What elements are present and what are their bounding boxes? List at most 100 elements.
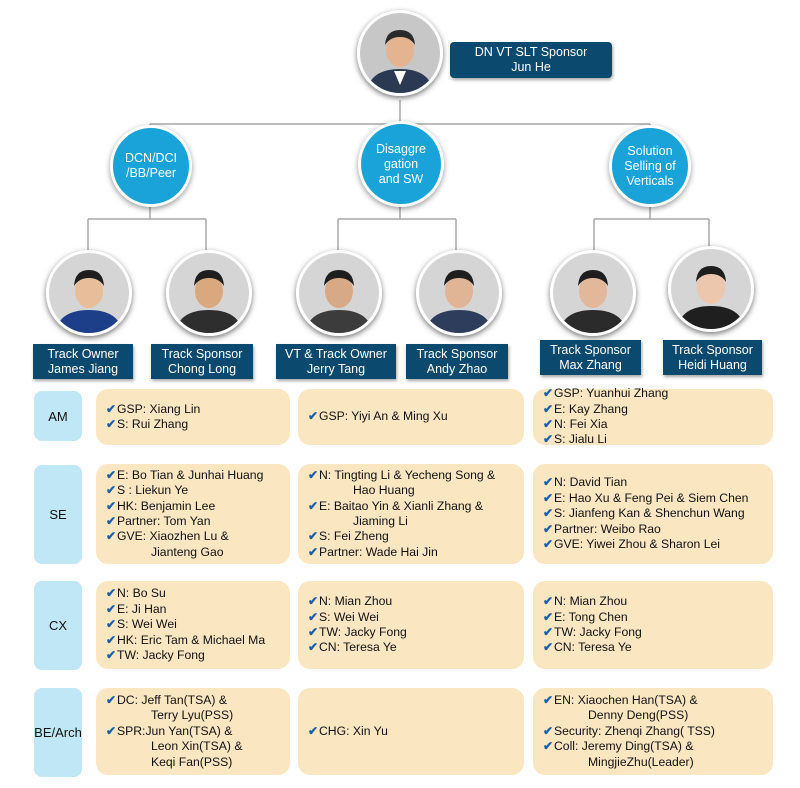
item-text: EN: Xiaochen Han(TSA) & [554, 692, 698, 707]
person-role: Track Owner [47, 346, 119, 361]
responsibility-cell: ✔N: Bo Su✔E: Ji Han✔S: Wei Wei✔HK: Eric … [96, 581, 290, 669]
checkmark-icon: ✔ [543, 640, 554, 655]
responsibility-item: ✔S: Wei Wei [106, 617, 290, 632]
checkmark-icon: ✔ [543, 506, 554, 521]
responsibility-item: ✔S: Jianfeng Kan & Shenchun Wang [543, 506, 773, 521]
checkmark-icon: ✔ [308, 467, 319, 482]
item-text: CHG: Xin Yu [319, 723, 388, 738]
item-text: TW: Jacky Fong [319, 625, 407, 639]
responsibility-item: ✔E: Bo Tian & Junhai Huang [106, 468, 290, 483]
person-name: Andy Zhao [426, 361, 488, 376]
responsibility-item: ✔N: Tingting Li & Yecheng Song & [308, 468, 524, 483]
responsibility-item: ✔Partner: Weibo Rao [543, 522, 773, 537]
person-role: Track Sponsor [550, 342, 631, 357]
track-label-line: DCN/DCI [124, 151, 178, 165]
responsibility-item: ✔GSP: Yiyi An & Ming Xu [308, 409, 524, 424]
checkmark-icon: ✔ [543, 723, 554, 738]
responsibility-cell: ✔GSP: Yiyi An & Ming Xu [298, 389, 524, 445]
responsibility-cell: ✔N: Mian Zhou✔E: Tong Chen✔TW: Jacky Fon… [533, 581, 773, 669]
item-text: S: Rui Zhang [117, 417, 189, 431]
top-sponsor-title: DN VT SLT Sponsor [474, 45, 588, 59]
person-photo-icon [360, 13, 440, 93]
item-continuation: Jiaming Li [353, 514, 408, 528]
checkmark-icon: ✔ [106, 586, 117, 601]
item-continuation: Keqi Fan(PSS) [151, 754, 233, 769]
responsibility-cell: ✔EN: Xiaochen Han(TSA) &Denny Deng(PSS)✔… [533, 688, 773, 775]
person-photo-icon [553, 253, 633, 333]
responsibility-item: ✔GSP: Xiang Lin [106, 402, 290, 417]
item-text: S: Jianfeng Kan & Shenchun Wang [554, 506, 745, 521]
responsibility-item: ✔SPR:Jun Yan(TSA) & [106, 724, 290, 739]
checkmark-icon: ✔ [543, 594, 554, 609]
responsibility-item: ✔E: Kay Zhang [543, 402, 773, 417]
item-text: DC: Jeff Tan(TSA) & [117, 692, 227, 707]
person-role: VT & Track Owner [285, 346, 387, 361]
row-label: BE/Arch [34, 688, 82, 777]
responsibility-item: ✔EN: Xiaochen Han(TSA) & [543, 693, 773, 708]
responsibility-item: ✔S: Rui Zhang [106, 417, 290, 432]
responsibility-item: ✔E: Ji Han [106, 602, 290, 617]
item-text: GSP: Yuanhui Zhang [554, 386, 669, 401]
responsibility-item: ✔S: Fei Zheng [308, 529, 524, 544]
item-text: GSP: Yiyi An & Ming Xu [319, 409, 448, 424]
item-text: E: Baitao Yin & Xianli Zhang & [319, 498, 483, 513]
item-text: E: Tong Chen [554, 609, 628, 624]
person-photo [550, 250, 636, 336]
item-text: E: Hao Xu & Feng Pei & Siem Chen [554, 490, 749, 505]
responsibility-item: ✔E: Baitao Yin & Xianli Zhang & [308, 499, 524, 514]
person-name: Chong Long [167, 361, 237, 376]
checkmark-icon: ✔ [308, 498, 319, 513]
responsibility-item: ✔N: Bo Su [106, 586, 290, 601]
responsibility-item: ✔E: Hao Xu & Feng Pei & Siem Chen [543, 491, 773, 506]
item-text: N: Mian Zhou [554, 594, 628, 609]
item-text: Partner: Weibo Rao [554, 521, 661, 536]
item-continuation: Jianteng Gao [151, 544, 224, 559]
item-text: Coll: Jeremy Ding(TSA) & [554, 739, 694, 754]
responsibility-item: ✔S: Jialu Li [543, 432, 773, 447]
item-text: E: Kay Zhang [554, 401, 628, 416]
checkmark-icon: ✔ [106, 648, 117, 663]
person-photo-icon [299, 253, 379, 333]
item-text: S: Fei Zheng [319, 529, 389, 544]
item-continuation: Hao Huang [353, 483, 415, 498]
person-photo-icon [49, 253, 129, 333]
item-text: GSP: Xiang Lin [117, 401, 201, 416]
checkmark-icon: ✔ [543, 475, 554, 490]
person-photo [416, 250, 502, 336]
checkmark-icon: ✔ [106, 483, 117, 498]
checkmark-icon: ✔ [106, 514, 117, 528]
item-text: CN: Teresa Ye [319, 640, 397, 655]
item-text: GVE: Yiwei Zhou & Sharon Lei [554, 537, 720, 552]
top-sponsor-label: DN VT SLT Sponsor Jun He [450, 42, 612, 78]
item-text: Partner: Wade Hai Jin [319, 544, 438, 559]
person-photo [668, 246, 754, 332]
responsibility-item: ✔N: David Tian [543, 475, 773, 490]
checkmark-icon: ✔ [543, 521, 554, 536]
checkmark-icon: ✔ [106, 529, 117, 544]
item-text: SPR:Jun Yan(TSA) & [117, 723, 233, 738]
item-text: TW: Jacky Fong [554, 625, 642, 639]
person-name: Heidi Huang [678, 357, 747, 372]
checkmark-icon: ✔ [308, 640, 319, 655]
top-sponsor-name: Jun He [511, 60, 551, 74]
checkmark-icon: ✔ [308, 409, 319, 424]
item-text: CN: Teresa Ye [554, 640, 632, 655]
person-photo [46, 250, 132, 336]
checkmark-icon: ✔ [106, 401, 117, 416]
item-text: N: Bo Su [117, 586, 166, 601]
checkmark-icon: ✔ [543, 432, 554, 447]
checkmark-icon: ✔ [106, 417, 117, 431]
checkmark-icon: ✔ [543, 490, 554, 505]
checkmark-icon: ✔ [106, 498, 117, 513]
responsibility-item: ✔TW: Jacky Fong [543, 625, 773, 640]
item-text: S: Wei Wei [319, 609, 379, 624]
checkmark-icon: ✔ [308, 723, 319, 738]
responsibility-cell: ✔N: Tingting Li & Yecheng Song &Hao Huan… [298, 464, 524, 564]
item-text: N: David Tian [554, 475, 628, 490]
